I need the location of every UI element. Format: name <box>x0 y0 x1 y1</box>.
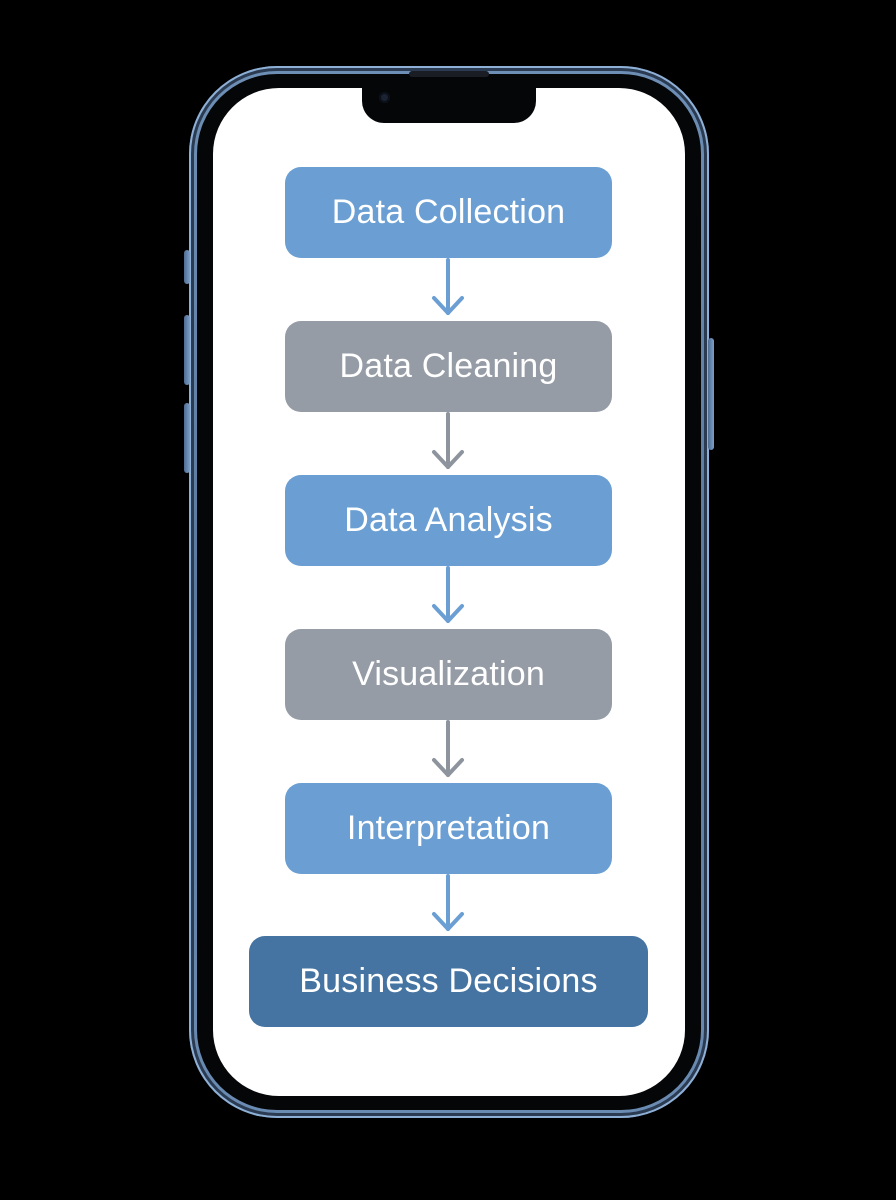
front-camera-icon <box>379 92 390 103</box>
notch <box>362 88 536 123</box>
arrow-down-icon <box>430 258 466 318</box>
arrow-down-icon <box>430 412 466 472</box>
speaker-grille <box>409 71 489 77</box>
step-label: Data Collection <box>331 193 566 231</box>
step-business-decisions: Business Decisions <box>249 936 648 1027</box>
step-data-analysis: Data Analysis <box>285 475 612 566</box>
step-label: Data Cleaning <box>339 347 558 385</box>
volume-up-button <box>184 315 190 385</box>
step-interpretation: Interpretation <box>285 783 612 874</box>
arrow-down-icon <box>430 874 466 934</box>
step-label: Business Decisions <box>299 962 598 1000</box>
step-label: Data Analysis <box>344 501 553 539</box>
arrow-down-icon <box>430 720 466 780</box>
step-label: Visualization <box>352 655 545 693</box>
step-label: Interpretation <box>346 809 551 847</box>
volume-down-button <box>184 403 190 473</box>
arrow-down-icon <box>430 566 466 626</box>
step-data-cleaning: Data Cleaning <box>285 321 612 412</box>
step-data-collection: Data Collection <box>285 167 612 258</box>
step-visualization: Visualization <box>285 629 612 720</box>
mute-switch <box>184 250 190 284</box>
power-button <box>708 338 714 450</box>
